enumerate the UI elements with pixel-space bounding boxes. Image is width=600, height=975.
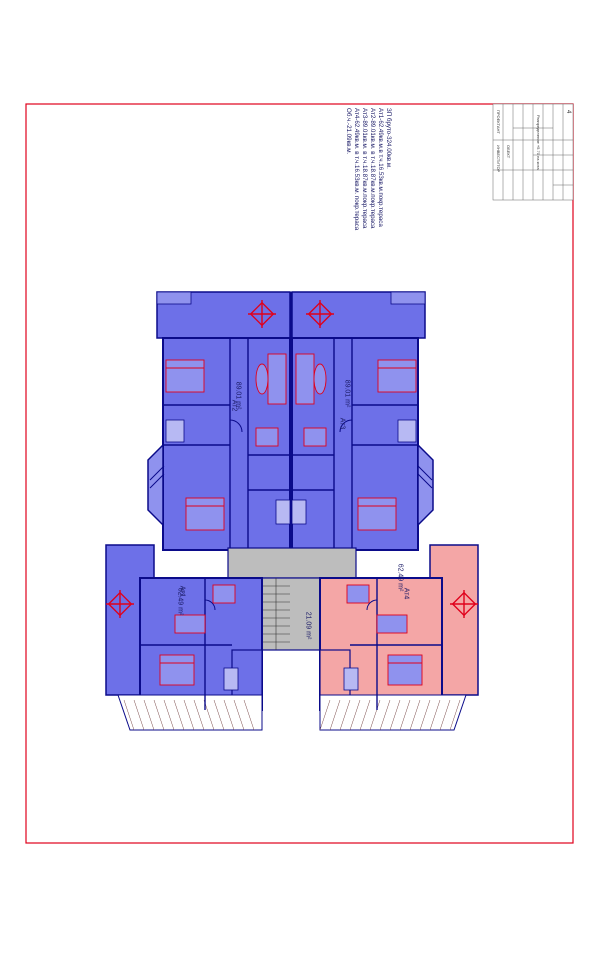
- tb-investor-label: ИНВЕСТИТОР: [496, 145, 501, 173]
- label-at1-area: 62.49 m²: [176, 587, 184, 616]
- area-note-gross: ЗП бруто-324.00кв.м.: [385, 108, 392, 169]
- title-block: [492, 103, 574, 201]
- area-note-at1: Ат1-62.49кв.м.в т.ч.16.53кв.м.покр.терас…: [377, 108, 384, 227]
- tb-designer-label: ПРОЕКТАНТ: [496, 110, 501, 134]
- label-at3-name: Ат3: [338, 417, 346, 430]
- furniture-living: [174, 353, 408, 634]
- tb-object-label: ОБЕКТ: [506, 145, 511, 159]
- terrace-left: [117, 694, 263, 731]
- tb-sheet-number: 4: [565, 110, 571, 114]
- label-common-area: 21.09 m²: [304, 611, 312, 640]
- furniture-beds: [159, 359, 423, 686]
- label-at3-area: 89.01 m²: [343, 379, 351, 408]
- area-note-common: Об.ч.-21.09кв.м.: [345, 108, 352, 155]
- label-at4-area: 62.49 m²: [396, 563, 404, 592]
- common-corridor: [227, 547, 357, 579]
- outdoor-table-sets: [106, 300, 478, 618]
- bathrooms: [165, 419, 417, 691]
- label-at2-area: 89.01 m²: [234, 381, 242, 410]
- area-note-at2: Ат2-89.01кв.м. в т.ч.18.87кв.м.покр.тера…: [369, 108, 376, 229]
- area-note-at4: Ат4-62.49кв.м. в т.ч.16.53кв.м. покр.тер…: [353, 108, 360, 231]
- tb-drawing-title: Разпределение +5.70 на кота: [536, 115, 541, 170]
- staircase: [261, 577, 321, 651]
- building-plan: [105, 291, 479, 731]
- area-note-at3: Ат3-89.01кв.м. в т.ч.18.87кв.м.покр.тера…: [361, 108, 368, 229]
- drawing-frame: [25, 103, 574, 844]
- terrace-right: [319, 694, 467, 731]
- label-at4-name: Ат4: [402, 587, 410, 600]
